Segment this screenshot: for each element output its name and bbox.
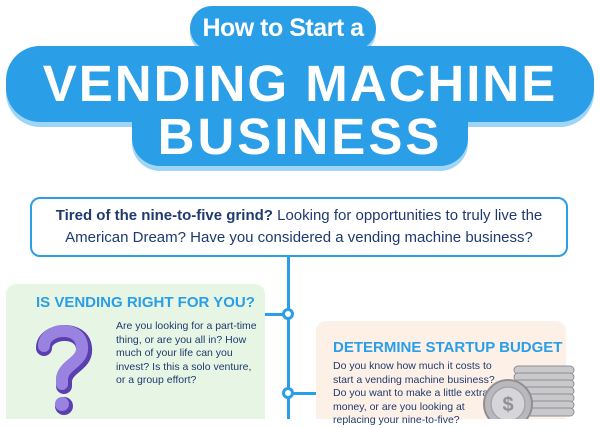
section-text: Are you looking for a part-time thing, o… <box>116 320 257 386</box>
title-line-2: BUSINESS <box>157 108 443 165</box>
intro-box: Tired of the nine-to-five grind? Looking… <box>30 197 568 257</box>
coins-icon: $ <box>470 360 595 428</box>
timeline-spine <box>287 257 290 419</box>
timeline-connector-right <box>293 392 317 395</box>
svg-text:$: $ <box>502 394 513 416</box>
title-line-1: VENDING MACHINE <box>42 55 558 112</box>
section-title: IS VENDING RIGHT FOR YOU? <box>36 294 255 311</box>
question-mark-icon <box>30 318 96 419</box>
title-banner-lower <box>132 110 468 166</box>
subtitle-pill: How to Start a <box>190 6 376 50</box>
intro-text: Looking for opportunities to truly live … <box>65 207 543 246</box>
timeline-connector-left <box>264 313 284 316</box>
timeline-node <box>282 387 294 399</box>
timeline-node <box>282 308 294 320</box>
title-banner <box>6 46 594 122</box>
intro-bold: Tired of the nine-to-five grind? <box>55 207 273 224</box>
section-title: DETERMINE STARTUP BUDGET <box>333 339 563 356</box>
subtitle-text: How to Start a <box>202 13 364 42</box>
section-text: Do you know how much it costs to start a… <box>333 360 495 426</box>
